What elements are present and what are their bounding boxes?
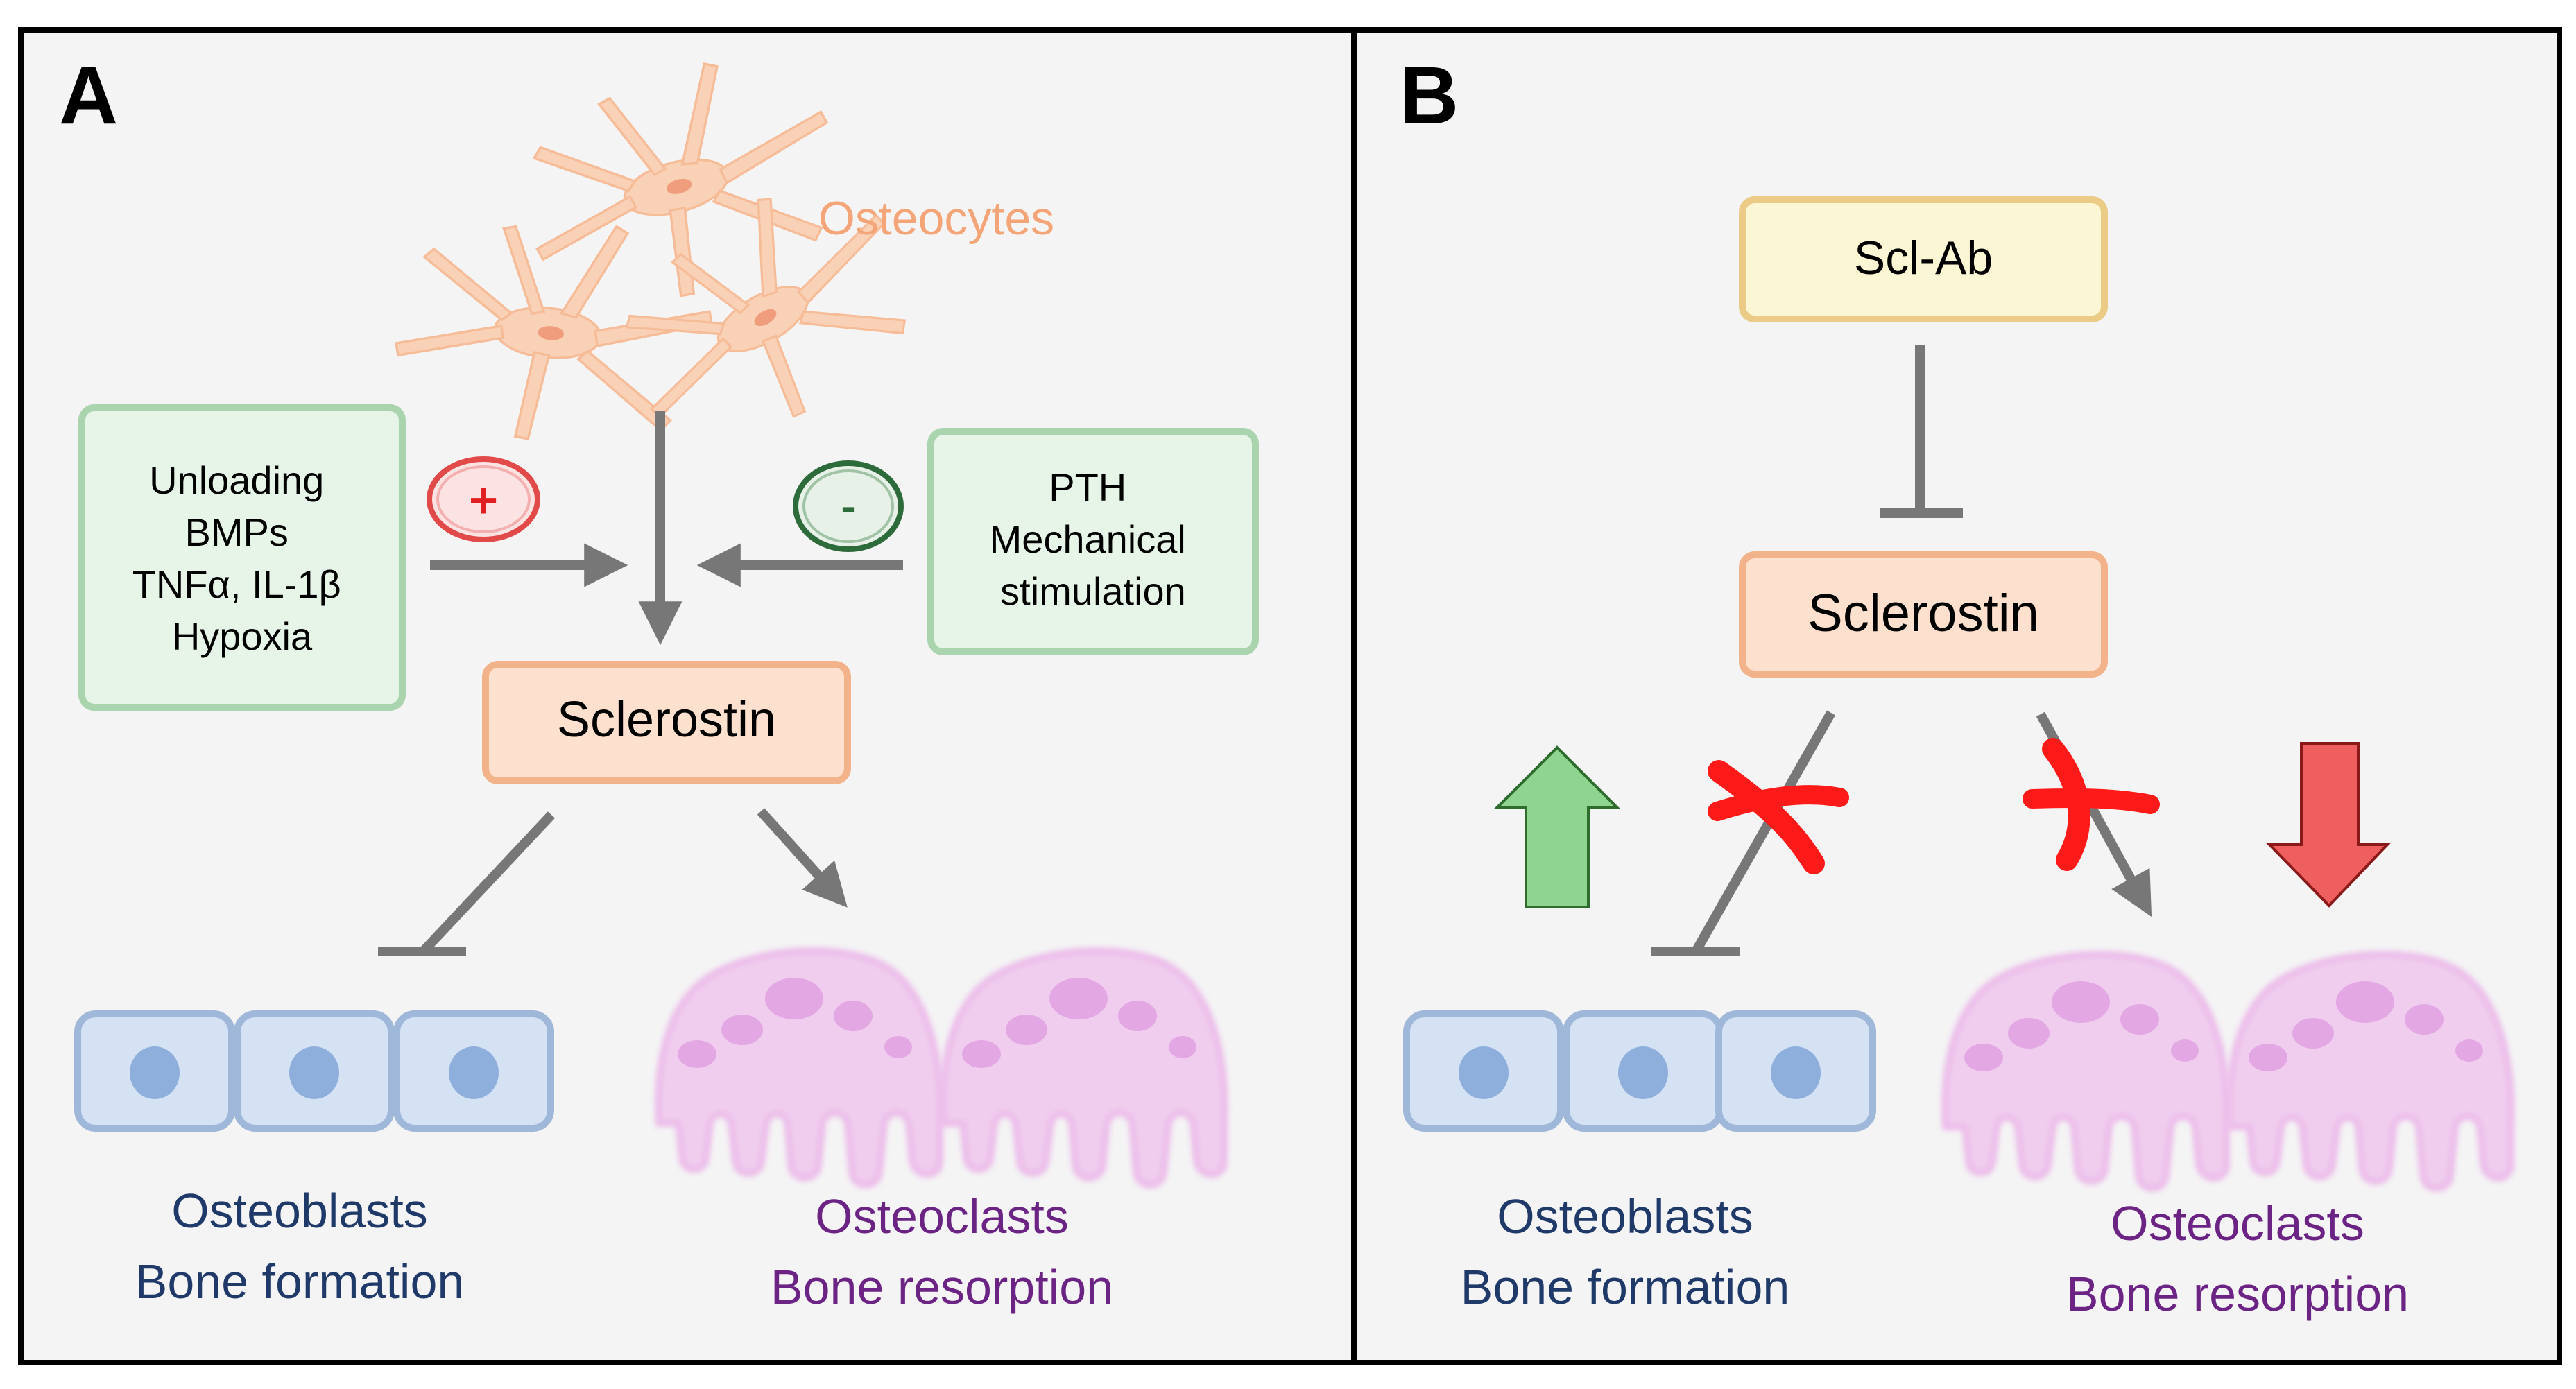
sclerostin-label-b: Sclerostin — [1808, 584, 2039, 643]
svg-text:PTH Mechanical stimula: PTH Mechanical stimulation — [990, 465, 1197, 613]
cross-icon-osteoclasts — [2023, 738, 2160, 871]
osteoblasts-label-a: Osteoblasts — [171, 1184, 428, 1238]
arrow-sclerostin-to-osteoclasts-a — [757, 808, 848, 908]
plus-sign-icon — [427, 456, 540, 542]
bone-resorption-label-a: Bone resorption — [771, 1260, 1113, 1314]
sclerostin-label-a: Sclerostin — [557, 692, 776, 748]
svg-text:Unloading BMPs TNFα, I: Unloading BMPs TNFα, IL-1β Hypoxia — [132, 458, 352, 658]
minus-sign-icon — [793, 460, 904, 552]
bone-formation-label-a: Bone formation — [135, 1254, 465, 1309]
osteocytes-label: Osteocytes — [818, 192, 1054, 245]
inducer-hypoxia: Hypoxia — [172, 614, 313, 658]
panel-b-label: B — [1400, 50, 1459, 141]
bone-resorption-label-b: Bone resorption — [2066, 1267, 2409, 1321]
bone-formation-label-b: Bone formation — [1461, 1260, 1790, 1314]
plus-sign: + — [469, 473, 498, 528]
sclerostin-box-a — [482, 661, 851, 784]
inducer-bmps: BMPs — [185, 510, 289, 554]
inhibitor-mechanical: Mechanical — [990, 517, 1186, 561]
inhibitor-pth: PTH — [1049, 465, 1126, 509]
sclab-box — [1739, 196, 2108, 322]
inducer-unloading: Unloading — [149, 458, 324, 502]
inhibitors-box — [927, 428, 1259, 655]
inducers-box — [78, 404, 406, 711]
down-arrow-icon — [2266, 742, 2391, 908]
osteoblasts-illustration-b — [1407, 1014, 1873, 1128]
inducer-cytokines: TNFα, IL-1β — [132, 562, 341, 606]
inhibitor-stimulation: stimulation — [1000, 569, 1186, 613]
up-arrow-icon — [1493, 745, 1621, 908]
minus-sign: - — [841, 481, 855, 531]
sclerostin-box-b — [1739, 551, 2108, 678]
inhibit-line-osteoblasts-a — [419, 811, 556, 955]
osteoblasts-illustration-a — [78, 1014, 551, 1128]
osteoblasts-label-b: Osteoblasts — [1497, 1189, 1753, 1243]
cross-icon-osteoblasts — [1708, 760, 1849, 874]
panel-a-label: A — [59, 50, 118, 141]
osteoclasts-label-b: Osteoclasts — [2111, 1196, 2364, 1250]
osteoclasts-label-a: Osteoclasts — [815, 1189, 1069, 1243]
sclab-label: Scl-Ab — [1854, 232, 1993, 284]
inhibit-line-osteoblasts-b — [1691, 710, 1836, 954]
